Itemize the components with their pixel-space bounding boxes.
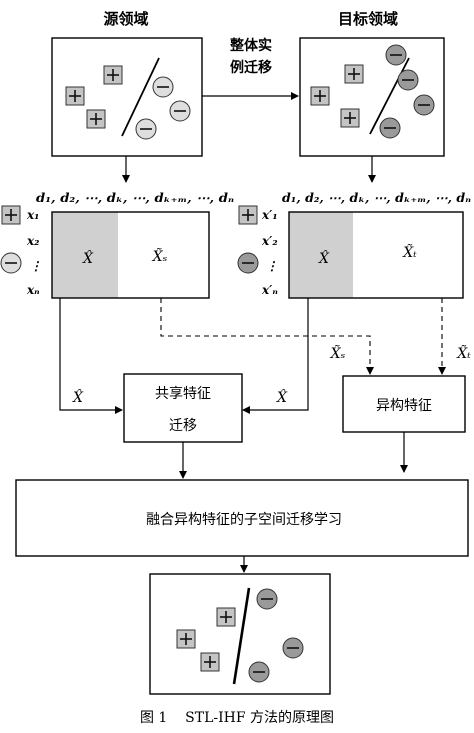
result-square-symbol <box>176 629 196 649</box>
fusion-learning-label: 融合异构特征的子空间迁移学习 <box>146 512 342 528</box>
target-class-square-symbol <box>238 205 258 225</box>
source-circle-symbol <box>152 76 174 98</box>
target-instance-label: x′₂ <box>261 234 278 248</box>
instance-transfer-label: 例迁移 <box>230 59 272 76</box>
target-square-symbol <box>344 64 364 84</box>
source-specific-block-label: X̃ₛ <box>152 247 168 265</box>
result-separator-line <box>232 587 251 685</box>
source-square-symbol <box>103 65 123 85</box>
hetero-feature-box <box>342 375 466 433</box>
result-circle-symbol <box>248 661 270 683</box>
result-square-symbol <box>200 652 220 672</box>
shared-feature-transfer-label: 迁移 <box>169 418 197 434</box>
target-circle-symbol <box>413 94 435 116</box>
source-domain-label: 源领域 <box>103 10 148 28</box>
source-instance-label: x₁ <box>26 208 39 222</box>
shared-feature-transfer-box <box>123 373 243 443</box>
source-separator-line <box>121 57 160 137</box>
shared-feature-transfer-label: 共享特征 <box>155 385 211 402</box>
source-shared-block-label: X̂ <box>82 249 94 267</box>
source-instance-label: x₂ <box>26 234 39 248</box>
source-class-circle-symbol <box>0 252 22 274</box>
shared-flow-left <box>59 298 123 414</box>
hetero-flow-source <box>160 298 374 375</box>
source-class-square-symbol <box>1 205 21 225</box>
source-shared-region <box>52 212 118 298</box>
hetero-flow-target-label: X̃ₜ <box>456 344 471 362</box>
target-separator-line <box>369 57 410 135</box>
source-feature-matrix <box>51 211 210 299</box>
target-instance-label: ⋮ <box>266 259 278 273</box>
source-circle-symbol <box>169 100 191 122</box>
figure-caption: 图 1 STL-IHF 方法的原理图 <box>140 710 334 726</box>
source-square-symbol <box>65 86 85 106</box>
target-instance-label: x′ₙ <box>261 283 278 297</box>
target-circle-symbol <box>385 44 407 66</box>
fusion-learning-box <box>15 479 469 557</box>
source-instance-label: xₙ <box>26 283 40 297</box>
shared-flow-right <box>242 298 309 414</box>
target-square-symbol <box>340 108 360 128</box>
target-circle-symbol <box>379 117 401 139</box>
target-instance-label: x′₁ <box>261 208 278 222</box>
source-square-symbol <box>86 109 106 129</box>
target-feature-matrix <box>288 211 464 299</box>
source-circle-symbol <box>135 118 157 140</box>
target-shared-block-label: X̂ <box>318 249 330 267</box>
source-instance-label: ⋮ <box>30 259 42 273</box>
target-circle-symbol <box>397 69 419 91</box>
target-specific-block-label: X̃ₜ <box>402 243 417 261</box>
shared-flow-left-label: X̂ <box>72 388 84 406</box>
target-square-symbol <box>310 86 330 106</box>
target-domain-label: 目标领域 <box>338 10 398 28</box>
hetero-feature-label: 异构特征 <box>376 398 432 414</box>
hetero-flow-source-label: X̃ₛ <box>330 344 346 362</box>
result-circle-symbol <box>282 637 304 659</box>
result-circle-symbol <box>256 588 278 610</box>
result-square-symbol <box>216 607 236 627</box>
source-feature-header: d₁, d₂, ⋯, dₖ, ⋯, dₖ₊ₘ, ⋯, dₙ <box>36 191 235 205</box>
target-feature-header: d₁, d₂, ⋯, dₖ, ⋯, dₖ₊ₘ, ⋯, dₙ <box>282 191 472 205</box>
target-shared-region <box>289 212 353 298</box>
shared-flow-right-label: X̂ <box>276 388 288 406</box>
target-class-circle-symbol <box>237 252 259 274</box>
instance-transfer-label: 整体实 <box>229 37 272 54</box>
